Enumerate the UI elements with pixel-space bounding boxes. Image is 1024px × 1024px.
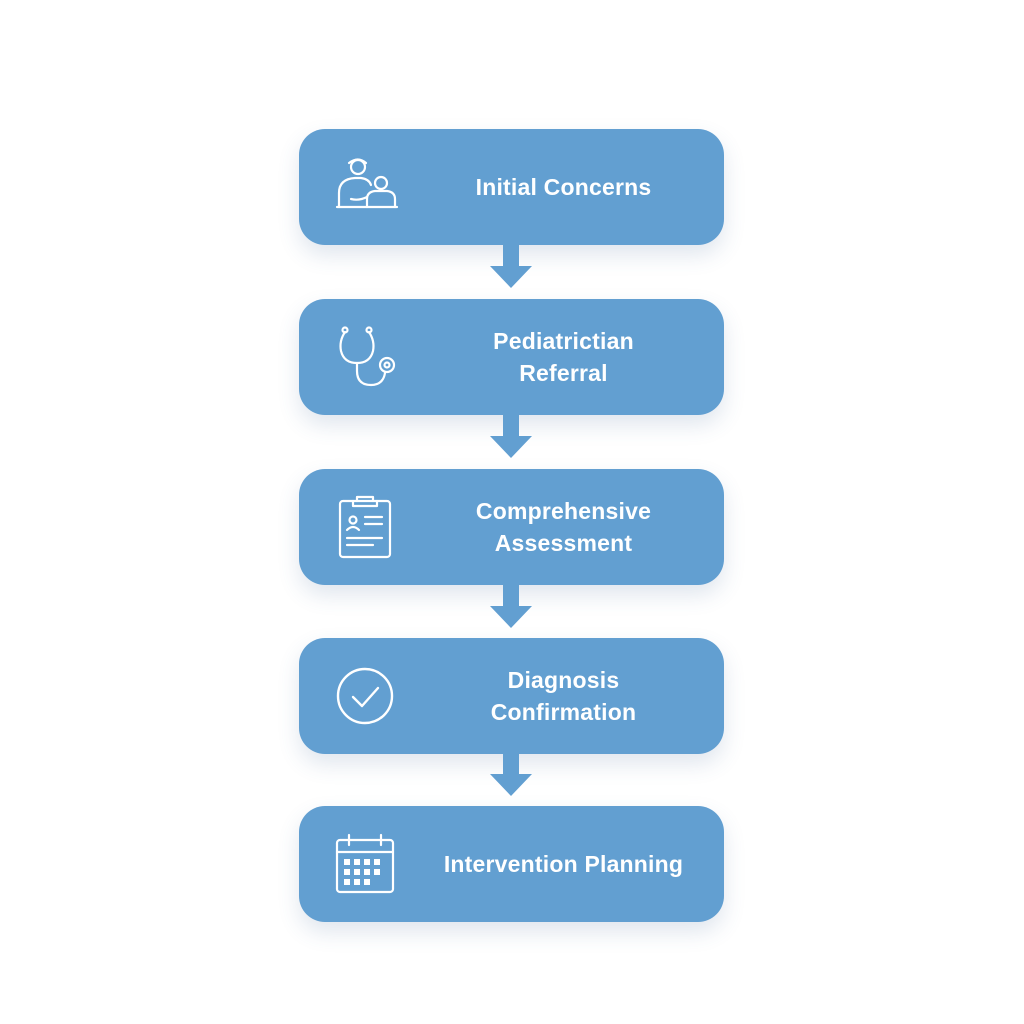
check-circle-icon: [331, 662, 399, 730]
parent-child-icon: [331, 153, 399, 221]
step-pediatrician-referral: Pediatrictian Referral: [299, 299, 724, 415]
step-label: Pediatrictian Referral: [493, 328, 634, 386]
arrow-down-1: [488, 244, 534, 290]
step-initial-concerns: Initial Concerns: [299, 129, 724, 245]
calendar-icon: [331, 830, 399, 898]
step-label: Comprehensive Assessment: [475, 498, 652, 556]
step-label: Initial Concerns: [475, 174, 652, 200]
arrow-down-4: [488, 752, 534, 798]
arrow-down-2: [488, 414, 534, 460]
clipboard-icon: [331, 493, 399, 561]
step-diagnosis-confirmation: Diagnosis Confirmation: [299, 638, 724, 754]
step-label: Diagnosis Confirmation: [490, 667, 637, 725]
step-comprehensive-assessment: Comprehensive Assessment: [299, 469, 724, 585]
step-intervention-planning: Intervention Planning: [299, 806, 724, 922]
stethoscope-icon: [331, 323, 399, 391]
arrow-down-3: [488, 584, 534, 630]
step-label: Intervention Planning: [443, 851, 684, 877]
